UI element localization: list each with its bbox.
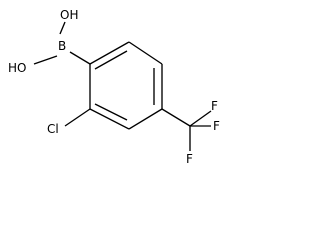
bond-lines xyxy=(33,21,212,151)
bond-b-oh-top xyxy=(59,21,66,35)
atom-label-fluorine-bottom: F xyxy=(186,152,193,166)
atom-label-oh-top: OH xyxy=(60,8,78,22)
bond-b-oh-left xyxy=(33,55,58,65)
bond-cf3-f-top xyxy=(189,110,212,127)
bond-ring-cf3 xyxy=(161,108,191,127)
atom-label-boron: B xyxy=(58,39,66,53)
atom-label-fluorine-right: F xyxy=(213,119,220,133)
atom-labels: OH HO B Cl F F F xyxy=(8,8,220,166)
chemical-structure: OH HO B Cl F F F xyxy=(8,8,220,166)
ring-bond-2 xyxy=(128,41,163,65)
atom-label-chlorine: Cl xyxy=(47,122,59,136)
bond-ring-cl xyxy=(64,108,91,127)
ring-bond-1 xyxy=(89,41,130,65)
ring-bond-1-inner xyxy=(94,50,128,70)
ring-bond-5-inner xyxy=(94,103,128,121)
bond-b-ring xyxy=(69,51,91,65)
atom-label-oh-left: HO xyxy=(8,61,26,75)
ring-bond-5 xyxy=(89,108,130,130)
atom-label-fluorine-top: F xyxy=(211,99,218,113)
ring-bond-4 xyxy=(128,108,163,130)
